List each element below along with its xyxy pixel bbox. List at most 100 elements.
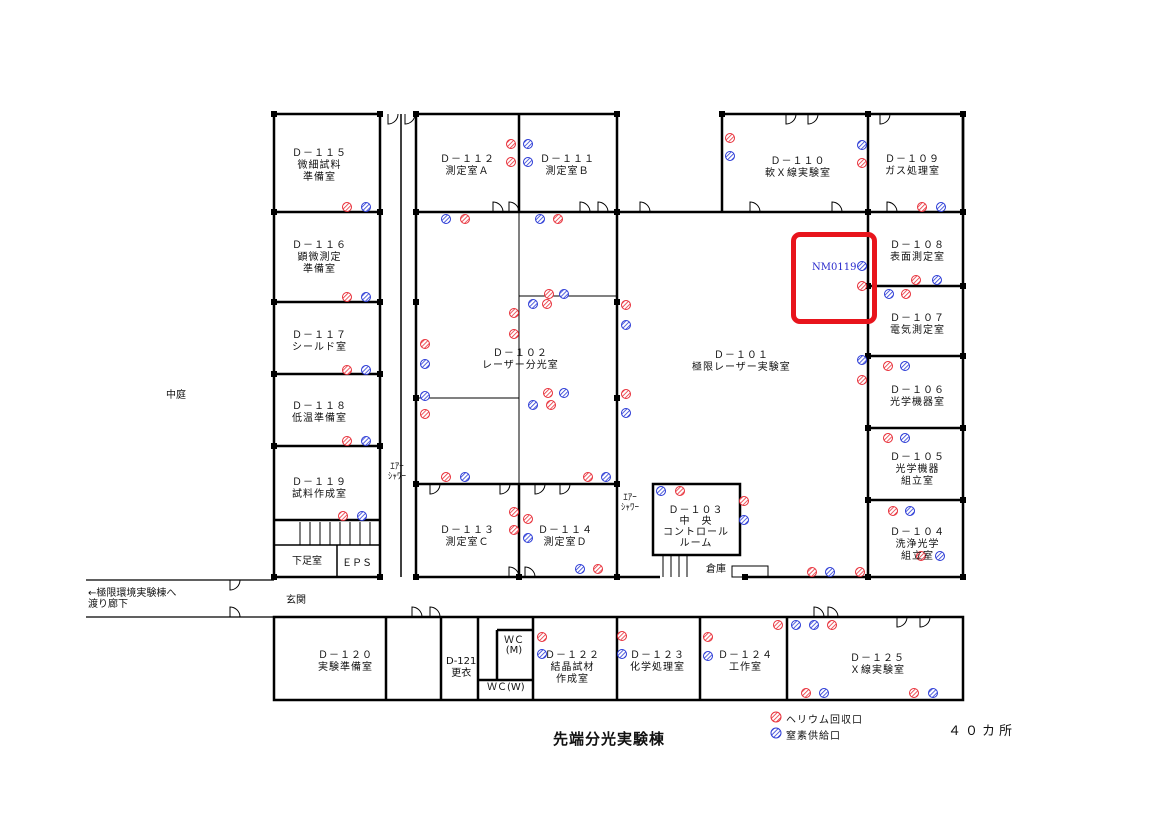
nitrogen-outlet xyxy=(523,157,533,167)
nitrogen-outlet xyxy=(361,436,371,446)
nitrogen-outlet xyxy=(857,355,867,365)
room-d118: Ｄ－１１８ 低温準備室 xyxy=(292,401,347,424)
nitrogen-outlet xyxy=(703,651,713,661)
room-d119: Ｄ－１１９ 試料作成室 xyxy=(292,477,347,500)
nitrogen-outlet xyxy=(420,391,430,401)
nitrogen-outlet xyxy=(928,688,938,698)
helium-outlet xyxy=(342,365,352,375)
nitrogen-outlet xyxy=(617,649,627,659)
door-swing xyxy=(919,616,931,628)
room-d101: Ｄ－１０１ 極限レーザー実験室 xyxy=(692,350,791,373)
door-swing xyxy=(229,606,241,618)
column xyxy=(413,574,419,580)
nitrogen-outlet xyxy=(528,400,538,410)
room-d108: Ｄ－１０８ 表面測定室 xyxy=(890,240,945,263)
outlet-count: ４０カ所 xyxy=(948,724,1017,739)
nitrogen-outlet xyxy=(528,299,538,309)
helium-outlet xyxy=(857,281,867,291)
helium-outlet xyxy=(855,567,865,577)
nitrogen-outlet xyxy=(809,620,819,630)
air-shower-west-label: ｴｱｰ ｼｬﾜｰ xyxy=(388,462,407,482)
legend-nitrogen-mark xyxy=(770,727,782,739)
helium-outlet xyxy=(675,486,685,496)
column xyxy=(413,299,419,305)
helium-outlet xyxy=(544,289,554,299)
helium-outlet xyxy=(883,433,893,443)
helium-outlet xyxy=(342,292,352,302)
highlight-box xyxy=(791,232,877,324)
column xyxy=(865,574,871,580)
courtyard-label: 中庭 xyxy=(166,390,186,401)
room-d102: Ｄ－１０２ レーザー分光室 xyxy=(482,348,559,371)
door-swing xyxy=(411,606,423,618)
column xyxy=(413,209,419,215)
helium-outlet xyxy=(621,389,631,399)
helium-outlet xyxy=(916,551,926,561)
helium-outlet xyxy=(883,361,893,371)
column xyxy=(271,371,277,377)
door-swing xyxy=(597,201,609,213)
column xyxy=(865,353,871,359)
nitrogen-outlet xyxy=(900,361,910,371)
helium-outlet xyxy=(553,214,563,224)
column xyxy=(614,111,620,117)
eps-label: ＥＰＳ xyxy=(342,558,372,569)
nitrogen-outlet xyxy=(601,472,611,482)
helium-outlet xyxy=(542,299,552,309)
corridor-link-label: ←極限環境実験棟へ 渡り廊下 xyxy=(88,588,177,610)
helium-outlet xyxy=(441,472,451,482)
column xyxy=(865,111,871,117)
column xyxy=(614,574,620,580)
helium-outlet xyxy=(506,157,516,167)
column xyxy=(865,209,871,215)
room-d106: Ｄ－１０６ 光学機器室 xyxy=(890,385,945,408)
door-swing xyxy=(886,201,898,213)
highlight-tag: NM0119 xyxy=(812,262,857,273)
nitrogen-outlet xyxy=(361,202,371,212)
room-d121: D-121 更衣 xyxy=(446,656,477,679)
helium-outlet xyxy=(703,632,713,642)
legend-helium-label: ヘリウム回収口 xyxy=(786,715,863,726)
room-d110: Ｄ－１１０ 軟Ｘ線実験室 xyxy=(765,156,831,179)
door-swing xyxy=(508,566,520,578)
column xyxy=(271,574,277,580)
room-d109: Ｄ－１０９ ガス処理室 xyxy=(885,154,940,177)
gas-outlets xyxy=(338,133,946,698)
entrance-label: 玄関 xyxy=(286,595,306,606)
door-swing xyxy=(559,483,571,495)
column xyxy=(377,574,383,580)
column xyxy=(614,299,620,305)
shoe-room-label: 下足室 xyxy=(292,556,322,567)
column xyxy=(614,209,620,215)
nitrogen-outlet xyxy=(559,289,569,299)
nitrogen-outlet xyxy=(725,151,735,161)
helium-outlet xyxy=(420,409,430,419)
legend-marks xyxy=(770,711,782,739)
nitrogen-outlet xyxy=(575,564,585,574)
helium-outlet xyxy=(583,472,593,482)
door-swing xyxy=(499,483,511,495)
helium-outlet xyxy=(827,620,837,630)
wc-men-label: ＷＣ (M) xyxy=(504,635,524,656)
legend-helium-mark xyxy=(770,711,782,723)
door-swing xyxy=(879,113,891,125)
door-swing xyxy=(785,113,797,125)
helium-outlet xyxy=(909,688,919,698)
door-swing xyxy=(827,606,839,618)
door-swing xyxy=(813,606,825,618)
column xyxy=(960,574,966,580)
column xyxy=(960,353,966,359)
door-swing xyxy=(492,201,504,213)
door-swing xyxy=(387,113,399,125)
column xyxy=(377,209,383,215)
column xyxy=(865,497,871,503)
helium-outlet xyxy=(773,620,783,630)
helium-outlet xyxy=(801,688,811,698)
helium-outlet xyxy=(917,202,927,212)
nitrogen-outlet xyxy=(535,214,545,224)
door-swing xyxy=(579,201,591,213)
air-shower-east-label: ｴｱｰ ｼｬﾜｰ xyxy=(621,493,640,513)
room-d124: Ｄ－１２４ 工作室 xyxy=(718,650,773,673)
nitrogen-outlet xyxy=(537,649,547,659)
door-swing xyxy=(429,606,441,618)
